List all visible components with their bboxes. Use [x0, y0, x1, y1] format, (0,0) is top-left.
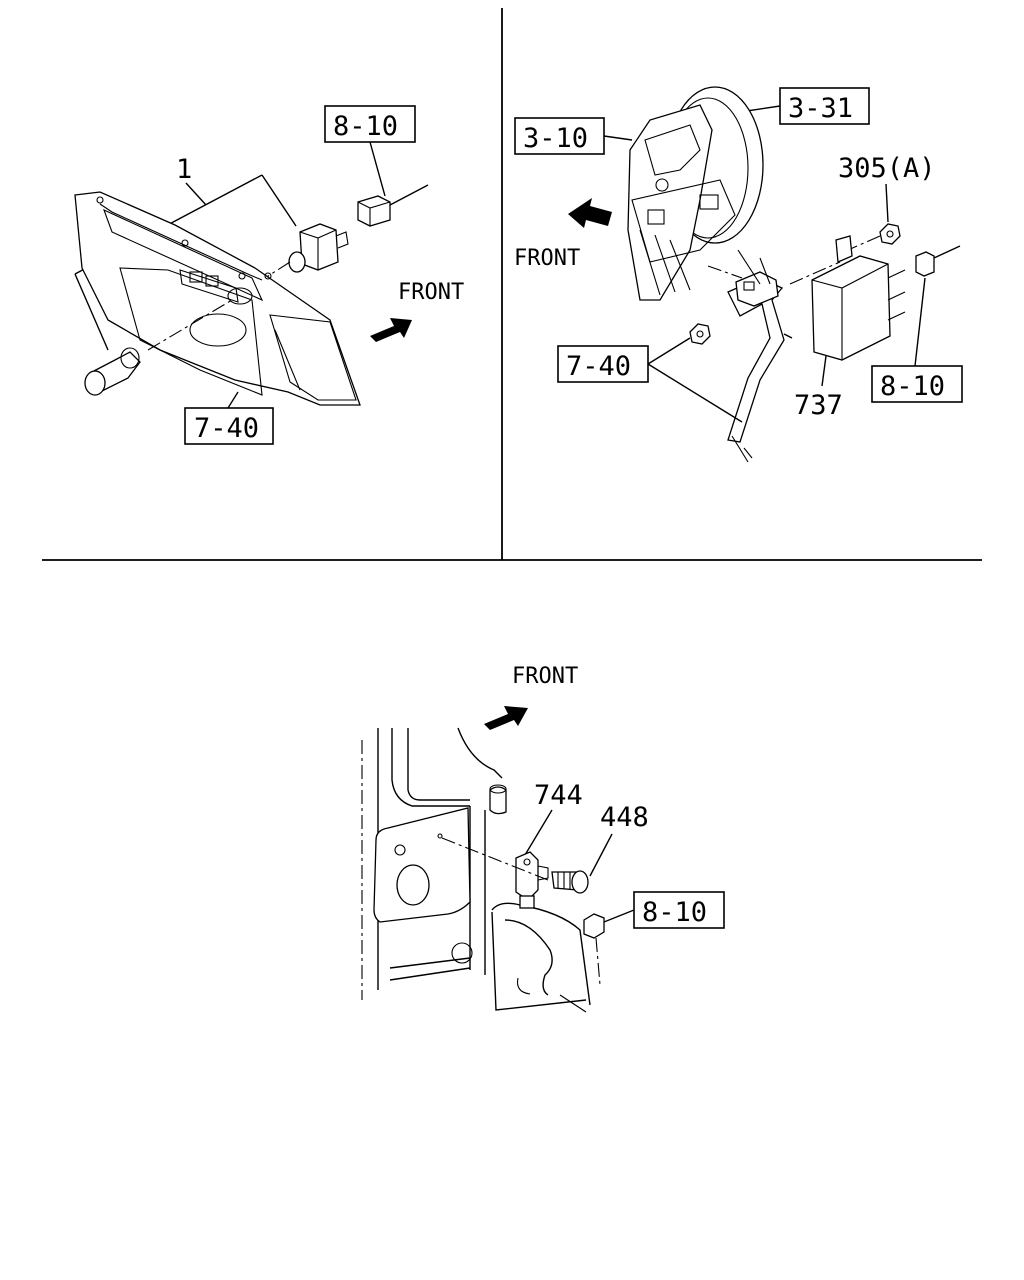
brake-booster-part [627, 86, 764, 301]
connector-part [357, 184, 429, 227]
control-module-part [811, 235, 906, 361]
callout-8-10: 8-10 [333, 111, 398, 142]
callout-3-10: 3-10 [523, 123, 588, 154]
front-arrow-icon [370, 318, 412, 342]
callout-448: 448 [600, 802, 649, 833]
callout-8-10: 8-10 [880, 371, 945, 402]
callout-737: 737 [794, 390, 843, 421]
dash-panel-part [74, 191, 361, 406]
front-label: FRONT [398, 280, 464, 305]
nut-part [879, 223, 901, 245]
callout-1: 1 [176, 154, 192, 185]
body-structure-part [361, 727, 591, 1013]
callout-744: 744 [534, 780, 583, 811]
nut-part [689, 323, 711, 345]
bracket-part [727, 249, 793, 463]
sensor-part [515, 851, 549, 909]
bolt-part [551, 870, 589, 894]
panel-top-left: 8-10 1 [74, 105, 464, 445]
switch-part [288, 223, 349, 273]
connector-part [583, 913, 605, 986]
panel-top-right: 3-31 3-10 FRONT 305(A) [514, 86, 963, 463]
callout-3-31: 3-31 [788, 93, 853, 124]
panel-bottom: FRONT 744 [361, 664, 725, 1013]
connector-part [915, 245, 961, 277]
callout-305a: 305(A) [838, 153, 936, 184]
callout-8-10: 8-10 [642, 897, 707, 928]
front-arrow-icon [484, 706, 528, 730]
callout-box-7-40 [184, 407, 274, 445]
lighter-part [84, 347, 141, 396]
callout-7-40: 7-40 [566, 351, 631, 382]
front-arrow-icon [568, 198, 612, 228]
front-label: FRONT [512, 664, 578, 689]
callout-7-40: 7-40 [194, 413, 259, 444]
callout-box-8-10 [871, 365, 963, 403]
grommet-part [489, 784, 507, 815]
front-label: FRONT [514, 246, 580, 271]
